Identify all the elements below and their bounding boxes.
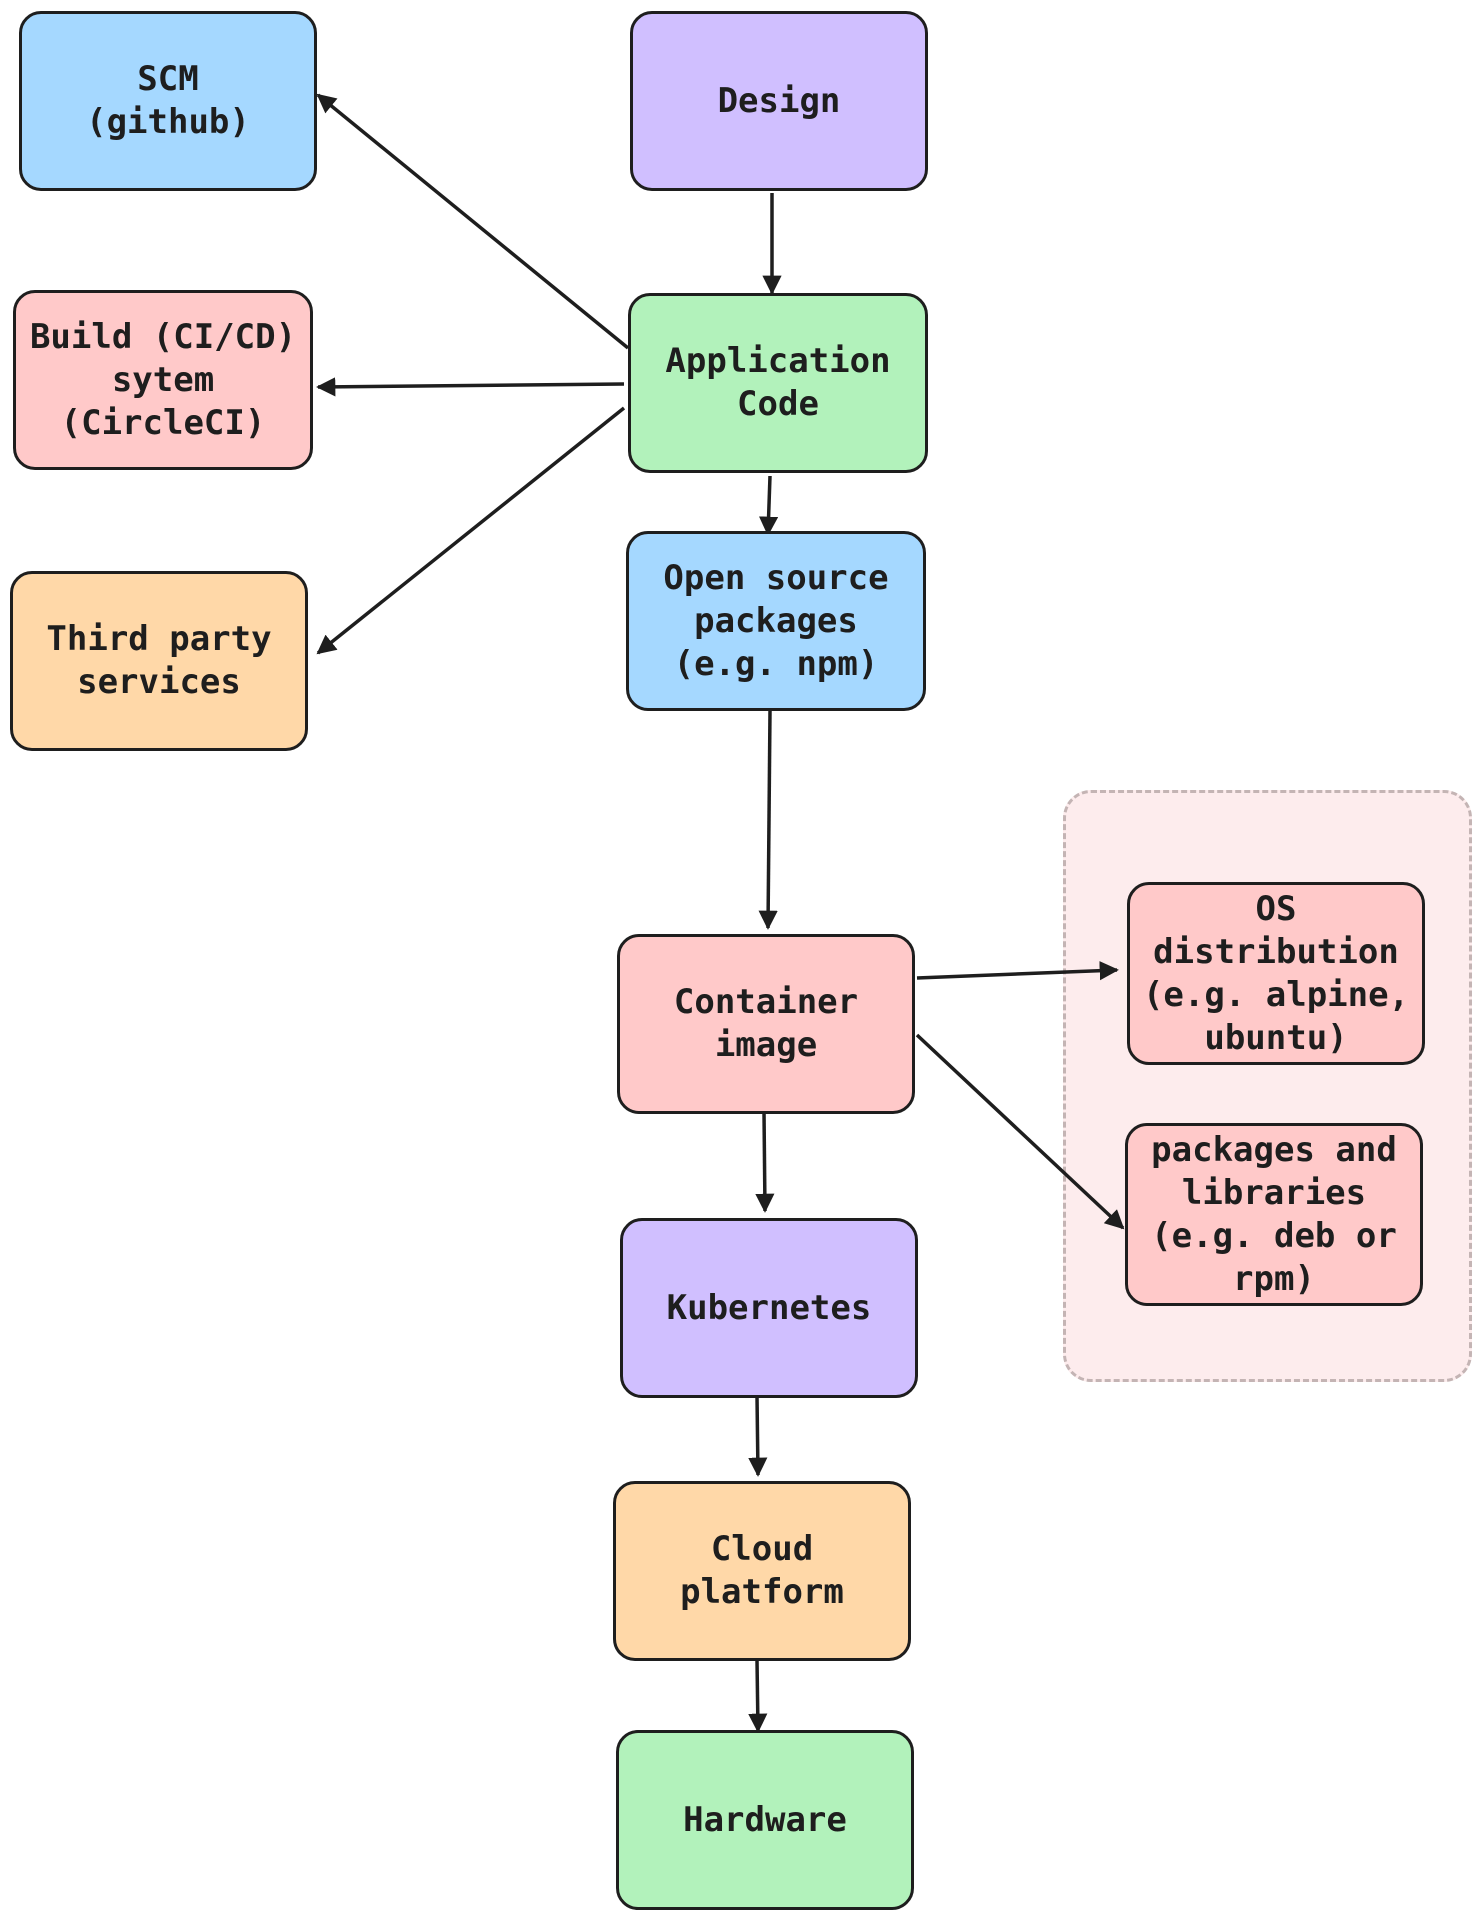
node-kubernetes[interactable]: Kubernetes — [620, 1218, 918, 1398]
edge-cloud-to-hardware — [748, 1659, 768, 1733]
edge-app-code-to-third-party — [316, 406, 626, 655]
edge-container-to-kubernetes — [755, 1111, 775, 1213]
edge-app-code-to-scm — [316, 93, 630, 350]
edge-kubernetes-to-cloud — [748, 1395, 768, 1477]
edge-open-source-to-container — [758, 710, 778, 930]
edge-container-to-packages-libs — [915, 1033, 1125, 1230]
node-packages-and-libraries[interactable]: packages and libraries (e.g. deb or rpm) — [1125, 1123, 1423, 1306]
node-container-image[interactable]: Container image — [617, 934, 915, 1114]
edge-app-code-to-open-source — [758, 475, 779, 536]
edge-app-code-to-build — [316, 377, 625, 397]
node-hardware[interactable]: Hardware — [616, 1730, 914, 1910]
edge-container-to-os-dist — [916, 961, 1119, 981]
node-application-code[interactable]: Application Code — [628, 293, 928, 473]
node-design[interactable]: Design — [630, 11, 928, 191]
node-scm[interactable]: SCM (github) — [19, 11, 317, 191]
node-os-distribution[interactable]: OS distribution (e.g. alpine, ubuntu) — [1127, 882, 1425, 1065]
node-third-party-services[interactable]: Third party services — [10, 571, 308, 751]
node-cloud-platform[interactable]: Cloud platform — [613, 1481, 911, 1661]
node-build-system[interactable]: Build (CI/CD) sytem (CircleCI) — [13, 290, 313, 470]
node-open-source-packages[interactable]: Open source packages (e.g. npm) — [626, 531, 926, 711]
